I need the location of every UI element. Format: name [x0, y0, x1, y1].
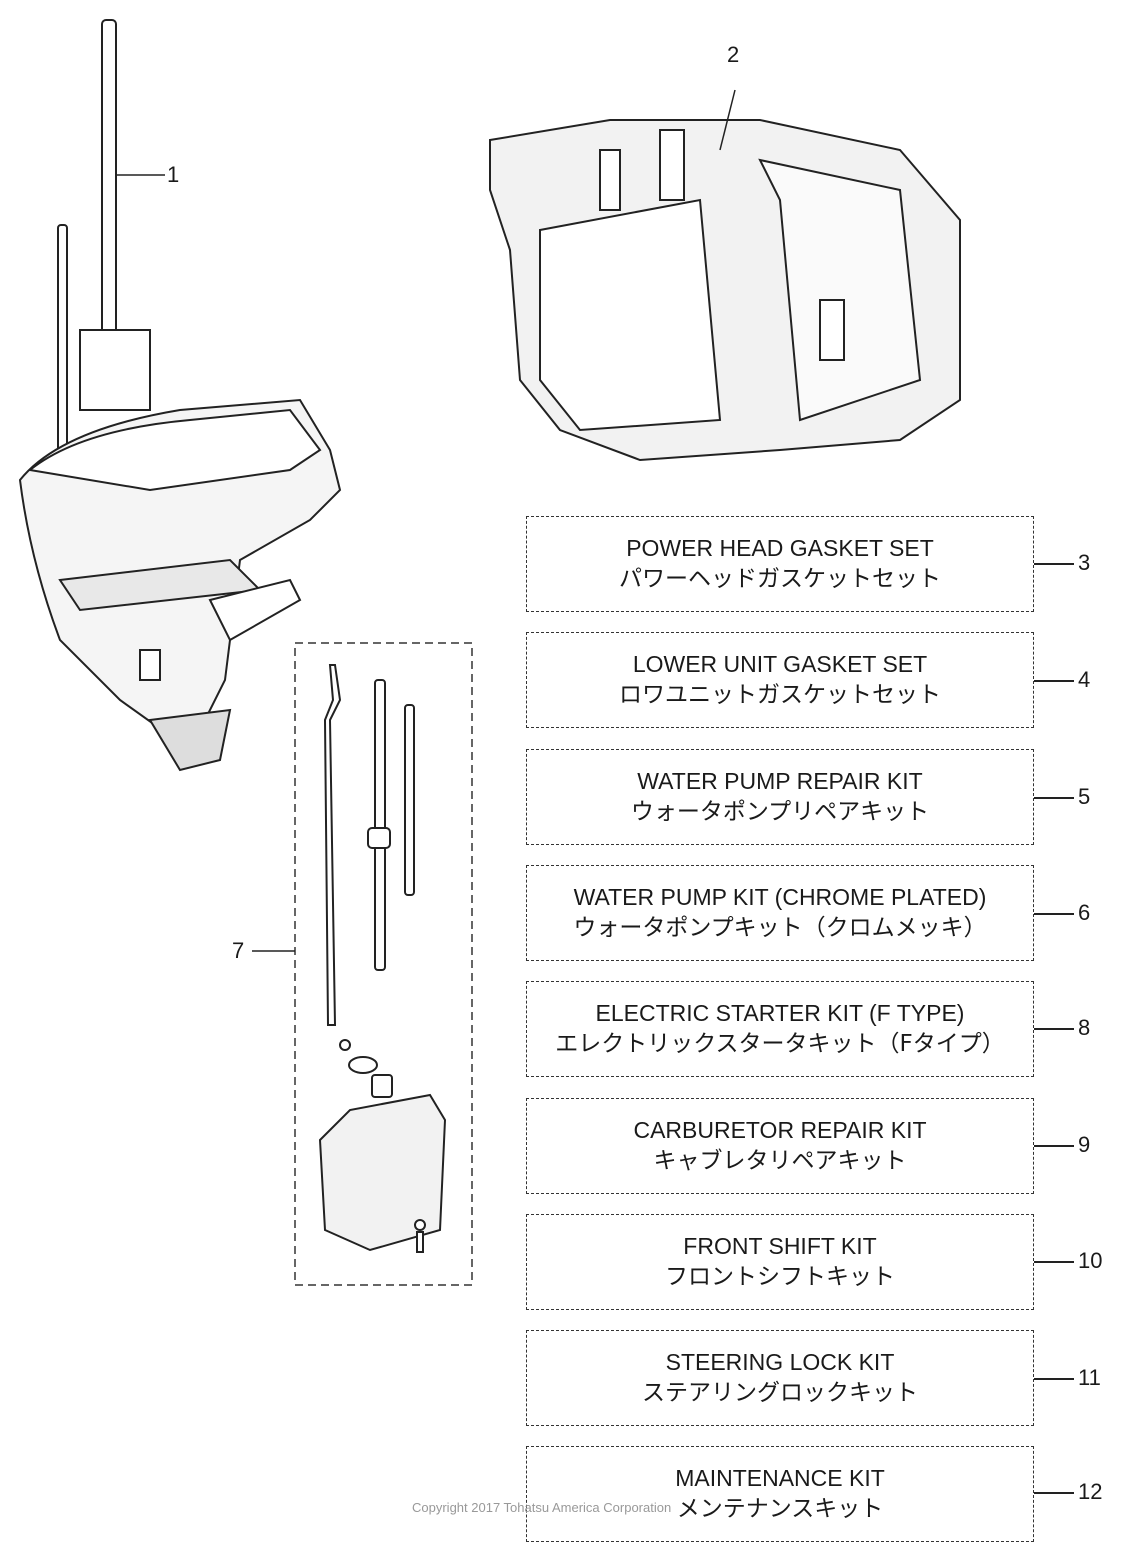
kit-name-english: CARBURETOR REPAIR KIT [633, 1117, 927, 1143]
kit-leader-8 [1034, 1028, 1074, 1030]
kit-leader-5 [1034, 797, 1074, 799]
kit-name-japanese: ウォータポンプキット（クロムメッキ） [573, 915, 987, 941]
kit-name-english: WATER PUMP REPAIR KIT [637, 768, 923, 794]
kit-number-8: 8 [1078, 1015, 1091, 1040]
part-1-lower-unit [18, 19, 342, 772]
kit-number-6: 6 [1078, 900, 1091, 925]
kit-number-5: 5 [1078, 784, 1091, 809]
kit-box-3: POWER HEAD GASKET SET パワーヘッドガスケットセット [526, 516, 1034, 612]
kit-number-10: 10 [1078, 1248, 1103, 1273]
kit-box-8: ELECTRIC STARTER KIT (F TYPE) エレクトリックスター… [526, 981, 1034, 1077]
kit-leader-4 [1034, 680, 1074, 682]
kit-name-english: FRONT SHIFT KIT [683, 1233, 877, 1259]
part-7-box [294, 642, 473, 1286]
kit-name-japanese: キャブレタリペアキット [653, 1148, 907, 1174]
kit-name-english: ELECTRIC STARTER KIT (F TYPE) [595, 1000, 965, 1026]
callout-number-2: 2 [727, 42, 740, 67]
kit-leader-12 [1034, 1492, 1074, 1494]
kit-leader-11 [1034, 1378, 1074, 1380]
kit-name-japanese: メンテナンスキット [676, 1496, 884, 1522]
callout-leader-2 [719, 89, 736, 151]
kit-name-english: WATER PUMP KIT (CHROME PLATED) [573, 884, 987, 910]
kit-name-japanese: フロントシフトキット [665, 1264, 895, 1290]
kit-box-10: FRONT SHIFT KIT フロントシフトキット [526, 1214, 1034, 1310]
kit-leader-10 [1034, 1261, 1074, 1263]
callout-number-1: 1 [167, 162, 180, 187]
kit-name-japanese: ウォータポンプリペアキット [630, 799, 930, 825]
kit-name-english: POWER HEAD GASKET SET [626, 535, 934, 561]
kit-leader-6 [1034, 913, 1074, 915]
kit-name-japanese: ロワユニットガスケットセット [619, 682, 941, 708]
kit-name-japanese: エレクトリックスタータキット（Fタイプ） [555, 1031, 1005, 1057]
kit-name-english: STEERING LOCK KIT [665, 1349, 895, 1375]
kit-box-9: CARBURETOR REPAIR KIT キャブレタリペアキット [526, 1098, 1034, 1194]
part-2-power-head [489, 119, 961, 462]
kit-name-english: MAINTENANCE KIT [675, 1465, 885, 1491]
kit-box-5: WATER PUMP REPAIR KIT ウォータポンプリペアキット [526, 749, 1034, 845]
kit-number-4: 4 [1078, 667, 1091, 692]
kit-leader-9 [1034, 1145, 1074, 1147]
kit-box-11: STEERING LOCK KIT ステアリングロックキット [526, 1330, 1034, 1426]
copyright-notice: Copyright 2017 Tohatsu America Corporati… [412, 1500, 672, 1515]
kit-number-12: 12 [1078, 1479, 1103, 1504]
kit-box-12: MAINTENANCE KIT メンテナンスキット [526, 1446, 1034, 1542]
kit-box-6: WATER PUMP KIT (CHROME PLATED) ウォータポンプキッ… [526, 865, 1034, 961]
kit-number-11: 11 [1078, 1365, 1101, 1390]
kit-name-japanese: パワーヘッドガスケットセット [619, 566, 941, 592]
kit-name-english: LOWER UNIT GASKET SET [632, 651, 928, 677]
kit-number-3: 3 [1078, 550, 1091, 575]
kit-box-4: LOWER UNIT GASKET SET ロワユニットガスケットセット [526, 632, 1034, 728]
part-7-components [318, 664, 447, 1253]
callout-number-7: 7 [232, 938, 245, 963]
kit-number-9: 9 [1078, 1132, 1091, 1157]
kit-name-japanese: ステアリングロックキット [642, 1380, 918, 1406]
kit-leader-3 [1034, 563, 1074, 565]
